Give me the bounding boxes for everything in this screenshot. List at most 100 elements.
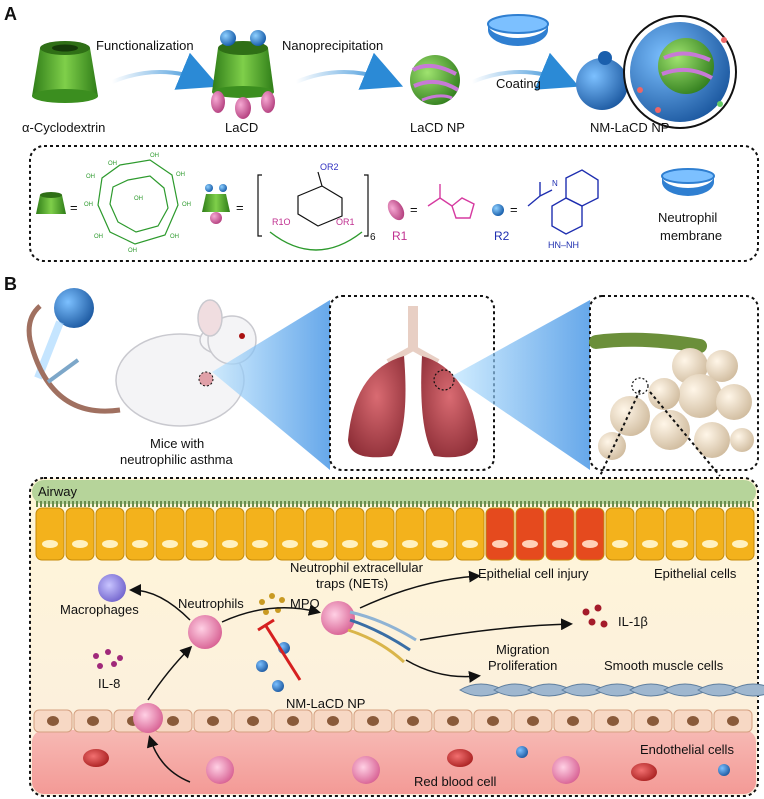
epithelial-nucleus <box>42 540 58 548</box>
mice-line2: neutrophilic asthma <box>120 452 233 467</box>
label-r1o: R1O <box>272 217 291 227</box>
epithelial-nucleus <box>162 540 178 548</box>
legend-box <box>29 145 759 262</box>
epithelial-cell <box>365 507 395 561</box>
injected-np-icon <box>34 288 94 380</box>
endothelial-nucleus <box>727 716 739 726</box>
label-migration: Migration <box>496 642 549 657</box>
endothelial-nucleus <box>87 716 99 726</box>
cyclodextrin-structure <box>97 159 179 245</box>
label-r1: R1 <box>392 229 408 243</box>
label-hn-nh: HN–NH <box>548 240 579 250</box>
epithelial-cell-row <box>35 507 755 561</box>
product-cyclodextrin: α-Cyclodextrin <box>22 120 105 135</box>
endothelial-nucleus <box>607 716 619 726</box>
nets-illustration <box>321 601 417 664</box>
lacd-icon <box>211 30 275 119</box>
label-epithelial-cells: Epithelial cells <box>654 566 737 581</box>
epithelial-nucleus <box>372 540 388 548</box>
oh-8: OH <box>84 202 93 208</box>
legend-equals-4: = <box>510 202 518 217</box>
epithelial-nucleus <box>342 540 358 548</box>
legend-lacd-icon <box>202 184 230 224</box>
label-macrophages: Macrophages <box>60 602 139 617</box>
endothelial-cell-row <box>33 709 753 733</box>
epithelial-cell <box>65 507 95 561</box>
label-or1: OR1 <box>336 217 355 227</box>
oh-1: OH <box>108 161 117 167</box>
product-lacd-np: LaCD NP <box>410 120 465 135</box>
epithelial-cell <box>665 507 695 561</box>
step-coating: Coating <box>496 76 541 91</box>
epithelial-cell <box>515 507 545 561</box>
step-arrow-3 <box>471 52 580 90</box>
epithelial-cell <box>155 507 185 561</box>
epithelial-nucleus <box>462 540 478 548</box>
legend-equals-1: = <box>70 200 78 215</box>
inhibition-mark <box>257 618 302 681</box>
epithelial-cell <box>215 507 245 561</box>
label-endothelial: Endothelial cells <box>640 742 734 757</box>
epithelial-nucleus <box>702 540 718 548</box>
il8-particles <box>93 649 123 669</box>
product-lacd: LaCD <box>225 120 258 135</box>
oh-9: OH <box>86 174 95 180</box>
endothelial-nucleus <box>327 716 339 726</box>
product-nm-lacd-np: NM-LaCD NP <box>590 120 669 135</box>
oh-5: OH <box>170 234 179 240</box>
endothelial-nucleus <box>447 716 459 726</box>
cyclodextrin-icon <box>32 41 98 103</box>
label-proliferation: Proliferation <box>488 658 557 673</box>
epithelial-nucleus <box>432 540 448 548</box>
step-nanoprecipitation: Nanoprecipitation <box>282 38 383 53</box>
rbc-3 <box>631 763 657 781</box>
epithelial-cell <box>575 507 605 561</box>
nm-lacd-np-icon <box>576 15 737 129</box>
epithelial-cell <box>695 507 725 561</box>
epithelial-cell <box>245 507 275 561</box>
label-nets-1: Neutrophil extracellular <box>290 560 424 575</box>
label-mpo: MPO <box>290 596 320 611</box>
step-arrow-2 <box>295 52 404 90</box>
il1b-particles <box>582 604 608 628</box>
legend-neutrophil-line2: membrane <box>660 228 722 243</box>
endothelial-nucleus <box>567 716 579 726</box>
label-r2: R2 <box>494 229 510 243</box>
endothelial-nucleus <box>407 716 419 726</box>
blood-neutrophil-2 <box>352 756 380 784</box>
epithelial-cell <box>95 507 125 561</box>
epithelial-cell <box>485 507 515 561</box>
endothelial-nucleus <box>47 716 59 726</box>
blood-neutrophil-3 <box>552 756 580 784</box>
alveoli-illustration <box>589 332 754 460</box>
epithelial-nucleus <box>642 540 658 548</box>
endothelial-nucleus <box>367 716 379 726</box>
epithelial-cell <box>635 507 665 561</box>
mice-line1: Mice with <box>150 436 204 451</box>
r1-icon <box>387 199 405 221</box>
epithelial-cell <box>275 507 305 561</box>
oh-3: OH <box>176 172 185 178</box>
epithelial-cell <box>455 507 485 561</box>
endothelial-nucleus <box>527 716 539 726</box>
epithelial-nucleus <box>582 540 598 548</box>
legend-equals-3: = <box>410 202 418 217</box>
smooth-muscle-cell <box>731 683 764 697</box>
legend-cd-icon <box>36 192 66 214</box>
rbc-1 <box>83 749 109 767</box>
neutrophil-cell <box>188 615 222 649</box>
epithelial-cell <box>185 507 215 561</box>
label-epithelial-injury: Epithelial cell injury <box>478 566 589 581</box>
epithelial-nucleus <box>102 540 118 548</box>
endothelial-nucleus <box>247 716 259 726</box>
neutrophil-migrating-cell <box>133 703 163 733</box>
epithelial-cell <box>425 507 455 561</box>
epithelial-cell <box>725 507 755 561</box>
step-arrow-1 <box>111 52 220 90</box>
epithelial-nucleus <box>312 540 328 548</box>
epithelial-nucleus <box>492 540 508 548</box>
epithelial-nucleus <box>222 540 238 548</box>
oh-4: OH <box>182 202 191 208</box>
